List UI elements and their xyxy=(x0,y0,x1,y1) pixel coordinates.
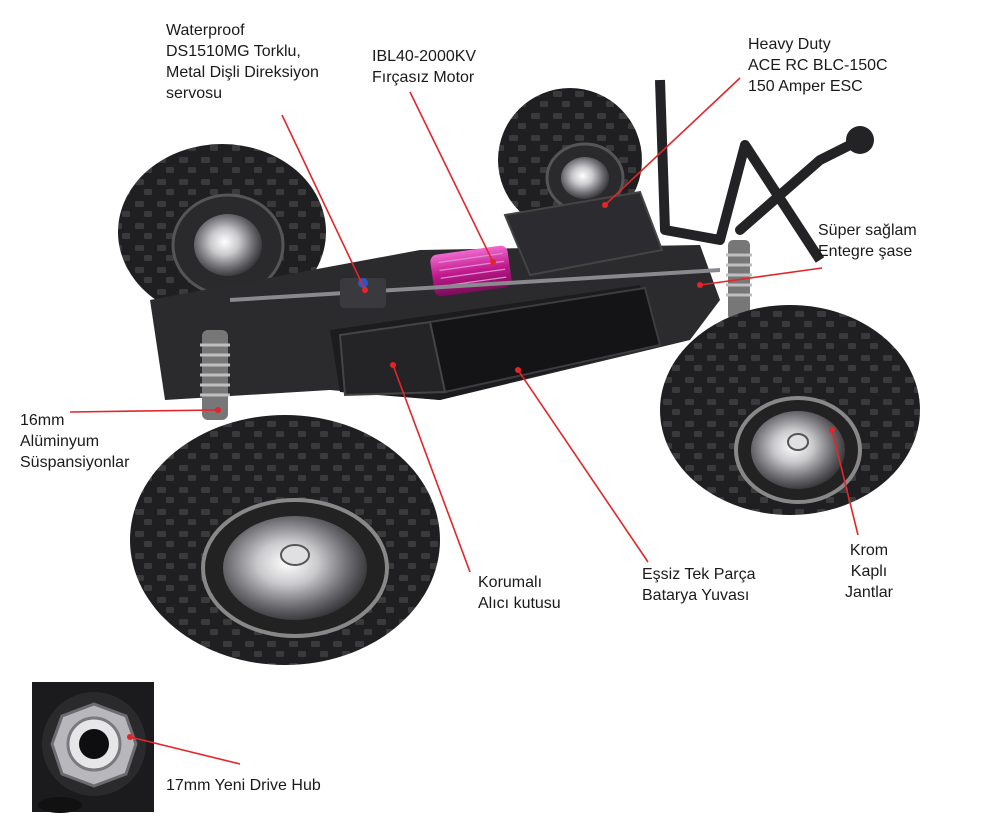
chassis xyxy=(150,79,874,420)
steering-servo xyxy=(340,278,386,308)
esc-label: Heavy Duty ACE RC BLC-150C 150 Amper ESC xyxy=(748,36,888,95)
receiver-label: Korumalı Alıcı kutusu xyxy=(478,574,561,612)
leader-lines xyxy=(69,77,859,765)
battery-label: Eşsiz Tek Parça Batarya Yuvası xyxy=(642,566,756,604)
rear-right-tire xyxy=(498,88,642,232)
truck-illustration xyxy=(118,79,920,665)
front-right-tire xyxy=(660,305,920,515)
chassis-label: Süper sağlam Entegre şase xyxy=(818,222,917,260)
esc-housing xyxy=(503,190,664,277)
suspension-label: 16mm Alüminyum Süspansiyonlar xyxy=(20,412,130,471)
receiver-box xyxy=(338,320,447,397)
front-left-tire xyxy=(130,415,440,665)
servo-label: Waterproof DS1510MG Torklu, Metal Dişli … xyxy=(166,22,319,102)
motor-label: IBL40-2000KV Fırçasız Motor xyxy=(372,48,477,86)
drive-hub-inset xyxy=(32,682,154,813)
front-shock xyxy=(200,330,230,420)
hub-label: 17mm Yeni Drive Hub xyxy=(166,777,321,794)
rims-label: Krom Kaplı Jantlar xyxy=(844,542,894,601)
rear-left-tire xyxy=(118,144,326,320)
